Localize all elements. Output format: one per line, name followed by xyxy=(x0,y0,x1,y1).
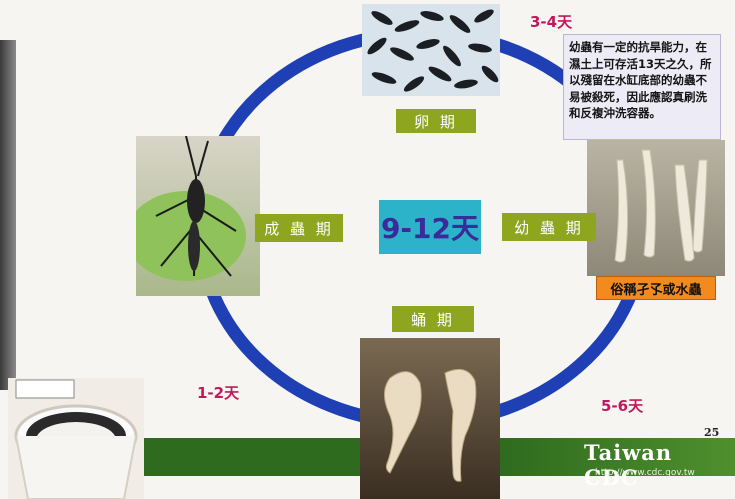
pupa-to-adult-duration: 1-2天 xyxy=(197,382,239,403)
footer-brand: Taiwan CDC xyxy=(584,440,735,490)
pupa-stage-label: 蛹 期 xyxy=(392,306,474,332)
larva-caption: 俗稱孑孓或水蟲 xyxy=(596,276,716,300)
container-photo xyxy=(8,378,144,499)
pupa-photo xyxy=(360,338,500,499)
larva-note-text: 幼蟲有一定的抗旱能力，在濕土上可存活13天之久，所以殘留在水缸底部的幼蟲不易被殺… xyxy=(569,39,715,122)
larva-photo xyxy=(587,140,725,276)
larva-stage-label: 幼 蟲 期 xyxy=(502,213,596,241)
adult-stage-label: 成 蟲 期 xyxy=(255,214,343,242)
larva-to-pupa-duration: 5-6天 xyxy=(601,395,643,416)
egg-photo xyxy=(362,4,500,96)
cycle-total-duration: 9-12天 xyxy=(379,200,481,254)
footer-url: http://www.cdc.gov.tw xyxy=(595,468,695,478)
egg-to-larva-duration: 3-4天 xyxy=(530,11,572,32)
left-edge-photo xyxy=(0,40,16,390)
egg-stage-label: 卵 期 xyxy=(396,109,476,133)
page-number: 25 xyxy=(704,426,719,439)
adult-mosquito-photo xyxy=(136,136,260,296)
larva-note-box: 幼蟲有一定的抗旱能力，在濕土上可存活13天之久，所以殘留在水缸底部的幼蟲不易被殺… xyxy=(563,34,721,140)
